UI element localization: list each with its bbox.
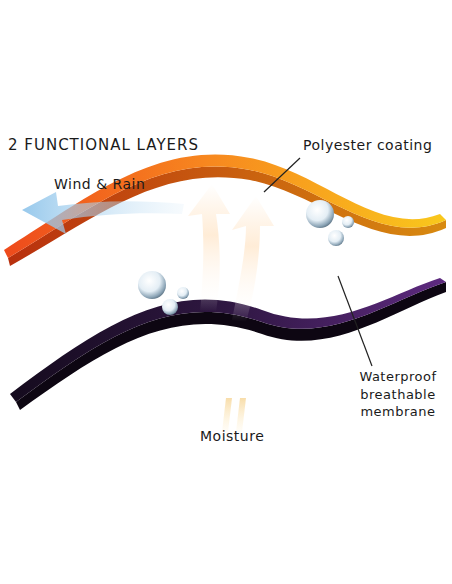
arrow-label: Moisture (200, 428, 264, 444)
diagram-title: 2 FUNCTIONAL LAYERS (8, 136, 199, 154)
leader-line (338, 276, 372, 366)
layer-label: Polyester coating (303, 137, 432, 153)
layer-label: Waterproof breathable membrane (350, 368, 446, 421)
leader-line (264, 158, 300, 192)
arrow-label: Wind & Rain (54, 176, 145, 192)
